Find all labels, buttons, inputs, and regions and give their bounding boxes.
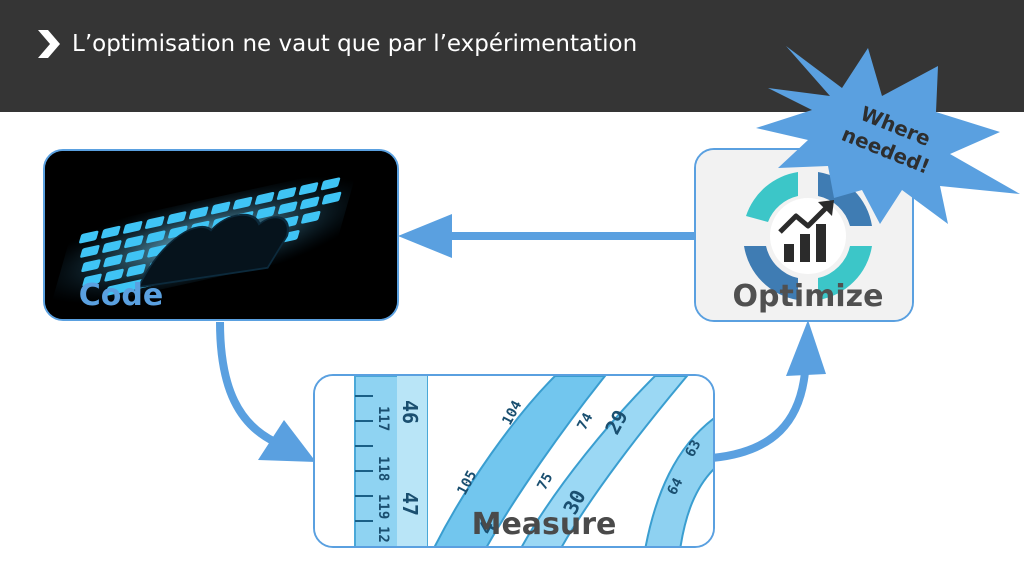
measure-label: Measure <box>471 507 617 542</box>
arrowhead-code-to-measure <box>258 420 316 462</box>
starburst-shape <box>756 46 1020 224</box>
svg-text:119: 119 <box>375 494 391 519</box>
arrowhead-optimize-to-code <box>398 214 452 258</box>
keyboard-hands-image <box>45 151 397 319</box>
optimize-label: Optimize <box>732 279 884 314</box>
svg-text:75: 75 <box>534 470 556 492</box>
svg-text:74: 74 <box>574 410 596 432</box>
svg-text:47: 47 <box>398 492 422 516</box>
svg-text:117: 117 <box>375 406 391 431</box>
growth-chart-icon <box>696 150 912 320</box>
code-label: Code <box>78 278 164 313</box>
measuring-tape-image: 117 118 119 12 46 47 105 104 75 74 64 63… <box>315 376 713 546</box>
slide-title: L’optimisation ne vaut que par l’expérim… <box>72 31 638 57</box>
code-node: Code <box>43 149 399 321</box>
measure-node: 117 118 119 12 46 47 105 104 75 74 64 63… <box>313 374 715 548</box>
svg-text:63: 63 <box>682 437 704 459</box>
svg-text:46: 46 <box>398 400 422 424</box>
arrow-code-to-measure <box>216 321 277 446</box>
optimize-node: Optimize <box>694 148 914 322</box>
chevron-right-icon <box>38 30 60 58</box>
arrowhead-measure-to-optimize <box>786 320 826 376</box>
svg-text:118: 118 <box>375 456 391 481</box>
slide-header: L’optimisation ne vaut que par l’expérim… <box>0 0 1024 112</box>
svg-text:64: 64 <box>664 475 686 497</box>
svg-text:12: 12 <box>375 526 391 543</box>
arrow-measure-to-optimize <box>711 371 809 462</box>
